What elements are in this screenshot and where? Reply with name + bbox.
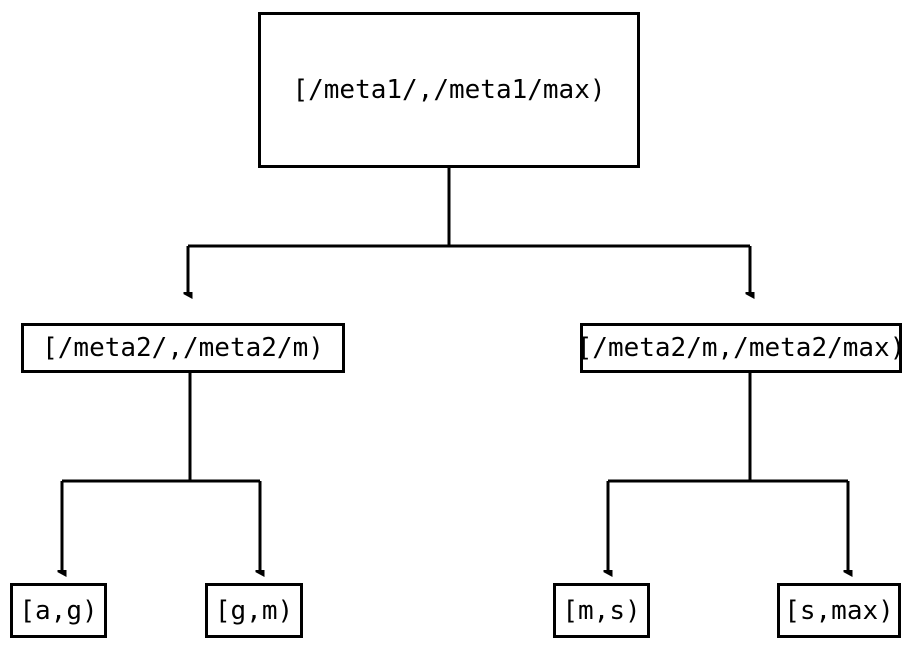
tree-node-level2-right[interactable]: [/meta2/m,/meta2/max) <box>577 323 905 373</box>
tree-node-leaf-4[interactable]: [s,max) <box>777 583 901 638</box>
tree-node-leaf-4-label: [s,max) <box>784 595 894 626</box>
tree-node-level2-right-label: [/meta2/m,/meta2/max) <box>576 333 906 363</box>
tree-node-leaf-3[interactable]: [m,s) <box>553 583 650 638</box>
tree-node-leaf-1-label: [a,g) <box>19 595 98 626</box>
tree-node-leaf-2[interactable]: [g,m) <box>205 583 303 638</box>
tree-node-level2-left-label: [/meta2/,/meta2/m) <box>42 333 324 363</box>
edge-level2-left-to-leaves <box>62 373 260 570</box>
tree-node-level2-left[interactable]: [/meta2/,/meta2/m) <box>21 323 345 373</box>
tree-node-leaf-2-label: [g,m) <box>214 595 294 626</box>
tree-node-leaf-3-label: [m,s) <box>562 595 641 626</box>
tree-node-root-label: [/meta1/,/meta1/max) <box>292 75 606 105</box>
tree-node-root[interactable]: [/meta1/,/meta1/max) <box>258 12 640 168</box>
tree-node-leaf-1[interactable]: [a,g) <box>10 583 107 638</box>
edge-level2-right-to-leaves <box>608 373 848 570</box>
edge-root-to-level2 <box>188 168 750 292</box>
